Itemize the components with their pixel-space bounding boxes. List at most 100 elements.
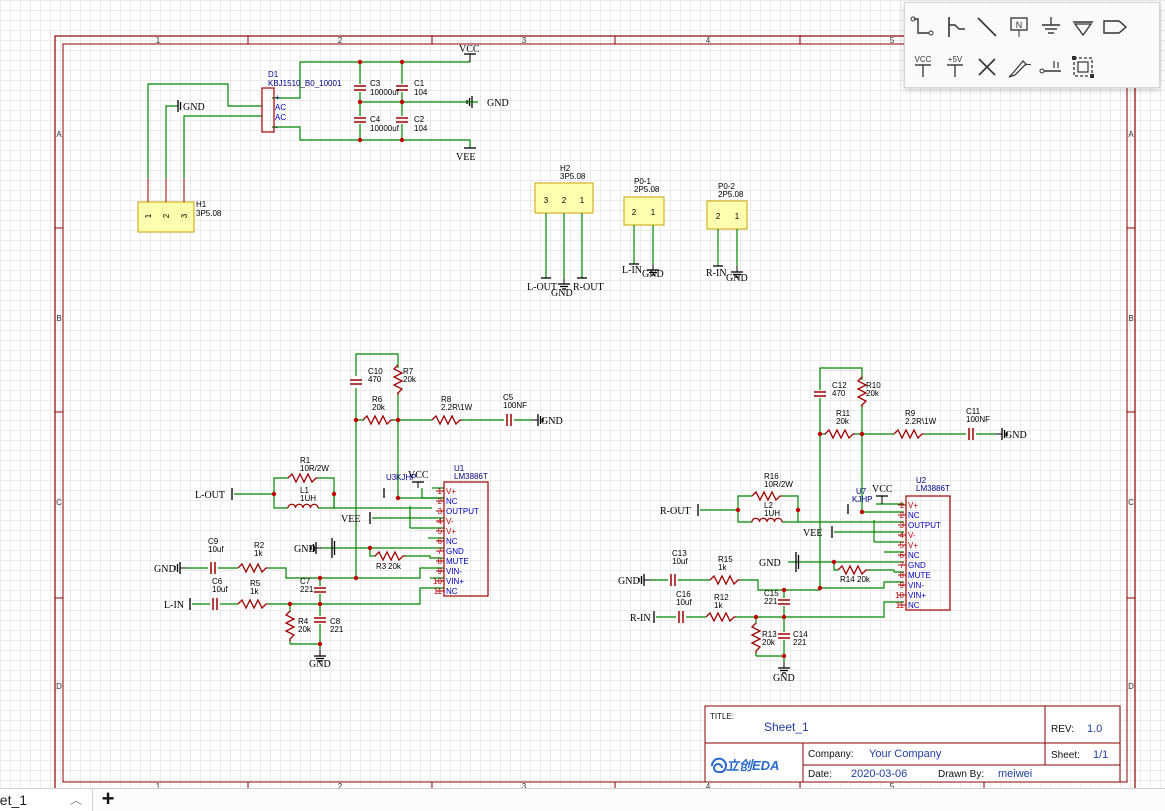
c4-value: 10000uf bbox=[370, 124, 400, 133]
title-label: TITLE: bbox=[710, 712, 734, 721]
c3-ref: C3 bbox=[370, 79, 381, 88]
r14-ref: R14 bbox=[840, 575, 855, 584]
u1-pin-number-6: 6 bbox=[438, 537, 443, 546]
c15-value: 221 bbox=[764, 597, 778, 606]
chevron-up-icon[interactable]: ︿ bbox=[70, 793, 83, 807]
wiring-toolbar: N VCC +5V bbox=[904, 2, 1160, 88]
u2-pin-label-7: GND bbox=[908, 561, 926, 570]
u2-pin-label-5: V+ bbox=[908, 541, 918, 550]
u1-pin-number-9: 9 bbox=[438, 567, 443, 576]
net-port-icon[interactable] bbox=[1067, 7, 1099, 47]
h2-pin-3: 3 bbox=[544, 196, 549, 205]
u2-pin-label-8: MUTE bbox=[908, 571, 931, 580]
bus-icon[interactable] bbox=[939, 7, 971, 47]
d1-pin-minus: - bbox=[275, 123, 278, 132]
connector-p02[interactable] bbox=[706, 200, 748, 230]
gnd-left-c5: GND bbox=[541, 416, 563, 427]
jumper-u7[interactable]: U7 KJHP bbox=[847, 487, 872, 514]
gnd-right-bottom: GND bbox=[773, 673, 795, 684]
u1-pin-number-2: 2 bbox=[438, 497, 443, 506]
add-sheet-button[interactable]: + bbox=[101, 786, 115, 811]
title-block: TITLE: Sheet_1 REV: 1.0 Company: Your Co… bbox=[704, 705, 1121, 783]
u1-pin-number-5: 5 bbox=[438, 527, 443, 536]
bridge-rectifier-d1[interactable] bbox=[261, 87, 275, 133]
c5-ref: C5 bbox=[503, 393, 514, 402]
voltage-probe-icon[interactable] bbox=[1003, 47, 1035, 87]
connector-p01[interactable] bbox=[623, 196, 665, 226]
r2-value: 1k bbox=[254, 549, 263, 558]
u2-pin-number-3: 3 bbox=[900, 521, 905, 530]
no-connect-icon[interactable] bbox=[971, 47, 1003, 87]
pin-icon[interactable] bbox=[1035, 47, 1067, 87]
c4-ref: C4 bbox=[370, 115, 381, 124]
c12-ref: C12 bbox=[832, 381, 847, 390]
line-icon[interactable] bbox=[971, 7, 1003, 47]
u1-pin-label-5: V+ bbox=[446, 527, 456, 536]
c14-value: 221 bbox=[793, 638, 807, 647]
r1-value: 10R/2W bbox=[300, 464, 329, 473]
vcc-icon[interactable]: VCC bbox=[907, 47, 939, 87]
u2-pin-label-9: VIN- bbox=[908, 581, 924, 590]
h2-pin-1: 1 bbox=[580, 196, 585, 205]
jumper-u3[interactable]: U3 KJHP bbox=[383, 473, 416, 498]
netflag-icon[interactable] bbox=[1099, 7, 1131, 47]
u1-pin-label-7: GND bbox=[446, 547, 464, 556]
connector-h2[interactable] bbox=[534, 182, 594, 214]
h2-pin-2: 2 bbox=[562, 196, 567, 205]
net-r-in: R-IN bbox=[630, 613, 651, 624]
col-label-1: 1 bbox=[156, 36, 161, 45]
c6-value: 10uf bbox=[212, 585, 228, 594]
gnd-left-c9: GND bbox=[154, 564, 176, 575]
gnd-left-bottom: GND bbox=[309, 659, 331, 670]
p01-part: 2P5.08 bbox=[634, 185, 660, 194]
r15-ref: R15 bbox=[718, 555, 733, 564]
net-l-in: L-IN bbox=[164, 600, 184, 611]
netlabel-icon[interactable]: N bbox=[1003, 7, 1035, 47]
ground-icon[interactable] bbox=[1035, 7, 1067, 47]
wire-icon[interactable] bbox=[907, 7, 939, 47]
ic-u1-lm3886t[interactable] bbox=[443, 481, 489, 597]
c8-ref: C8 bbox=[330, 617, 341, 626]
u2-pin-label-11: NC bbox=[908, 601, 920, 610]
p01-pin-1: 1 bbox=[651, 208, 656, 217]
r15-value: 1k bbox=[718, 563, 727, 572]
u2-part: LM3886T bbox=[916, 484, 950, 493]
l1-ref: L1 bbox=[300, 486, 309, 495]
c10-value: 470 bbox=[368, 375, 382, 384]
plus5v-icon[interactable]: +5V bbox=[939, 47, 971, 87]
h2-net-lout: L-OUT bbox=[527, 282, 557, 293]
p01-ref: P0-1 bbox=[634, 177, 651, 186]
p02-ref: P0-2 bbox=[718, 182, 735, 191]
sheet-label: Sheet: bbox=[1051, 750, 1080, 761]
gnd-right-c13: GND bbox=[618, 576, 640, 587]
r1-ref: R1 bbox=[300, 456, 311, 465]
r4-value: 20k bbox=[298, 625, 312, 634]
u2-pin-number-11: 11 bbox=[896, 601, 905, 610]
output-connector-h2: H2 3P5.08 3 2 1 L-OUT GND R-OUT bbox=[527, 164, 604, 299]
c11-ref: C11 bbox=[966, 407, 981, 416]
r6-ref: R6 bbox=[372, 395, 383, 404]
group-icon[interactable] bbox=[1067, 47, 1099, 87]
sheet-tab[interactable]: eet_1 ︿ bbox=[0, 789, 93, 811]
u3-part: KJHP bbox=[396, 473, 416, 482]
r5-value: 1k bbox=[250, 587, 259, 596]
c13-value: 10uf bbox=[672, 557, 688, 566]
c13-ref: C13 bbox=[672, 549, 687, 558]
row-label-b-right: B bbox=[1128, 314, 1133, 323]
c9-ref: C9 bbox=[208, 537, 219, 546]
u1-pin-number-11: 11 bbox=[434, 587, 443, 596]
u1-pin-number-10: 10 bbox=[433, 577, 442, 586]
u2-pin-label-1: V+ bbox=[908, 501, 918, 510]
c14-ref: C14 bbox=[793, 630, 808, 639]
u1-pin-label-10: VIN+ bbox=[446, 577, 464, 586]
col-label-4-bottom: 4 bbox=[706, 782, 711, 791]
ic-u2-lm3886t[interactable] bbox=[905, 495, 951, 611]
r5-ref: R5 bbox=[250, 579, 261, 588]
connector-h1[interactable] bbox=[137, 201, 195, 233]
d1-part: KBJ1510_B0_10001 bbox=[268, 79, 342, 88]
u1-pin-number-3: 3 bbox=[438, 507, 443, 516]
c1-ref: C1 bbox=[414, 79, 425, 88]
u7-ref: U7 bbox=[856, 487, 867, 496]
u2-pin-number-7: 7 bbox=[900, 561, 905, 570]
